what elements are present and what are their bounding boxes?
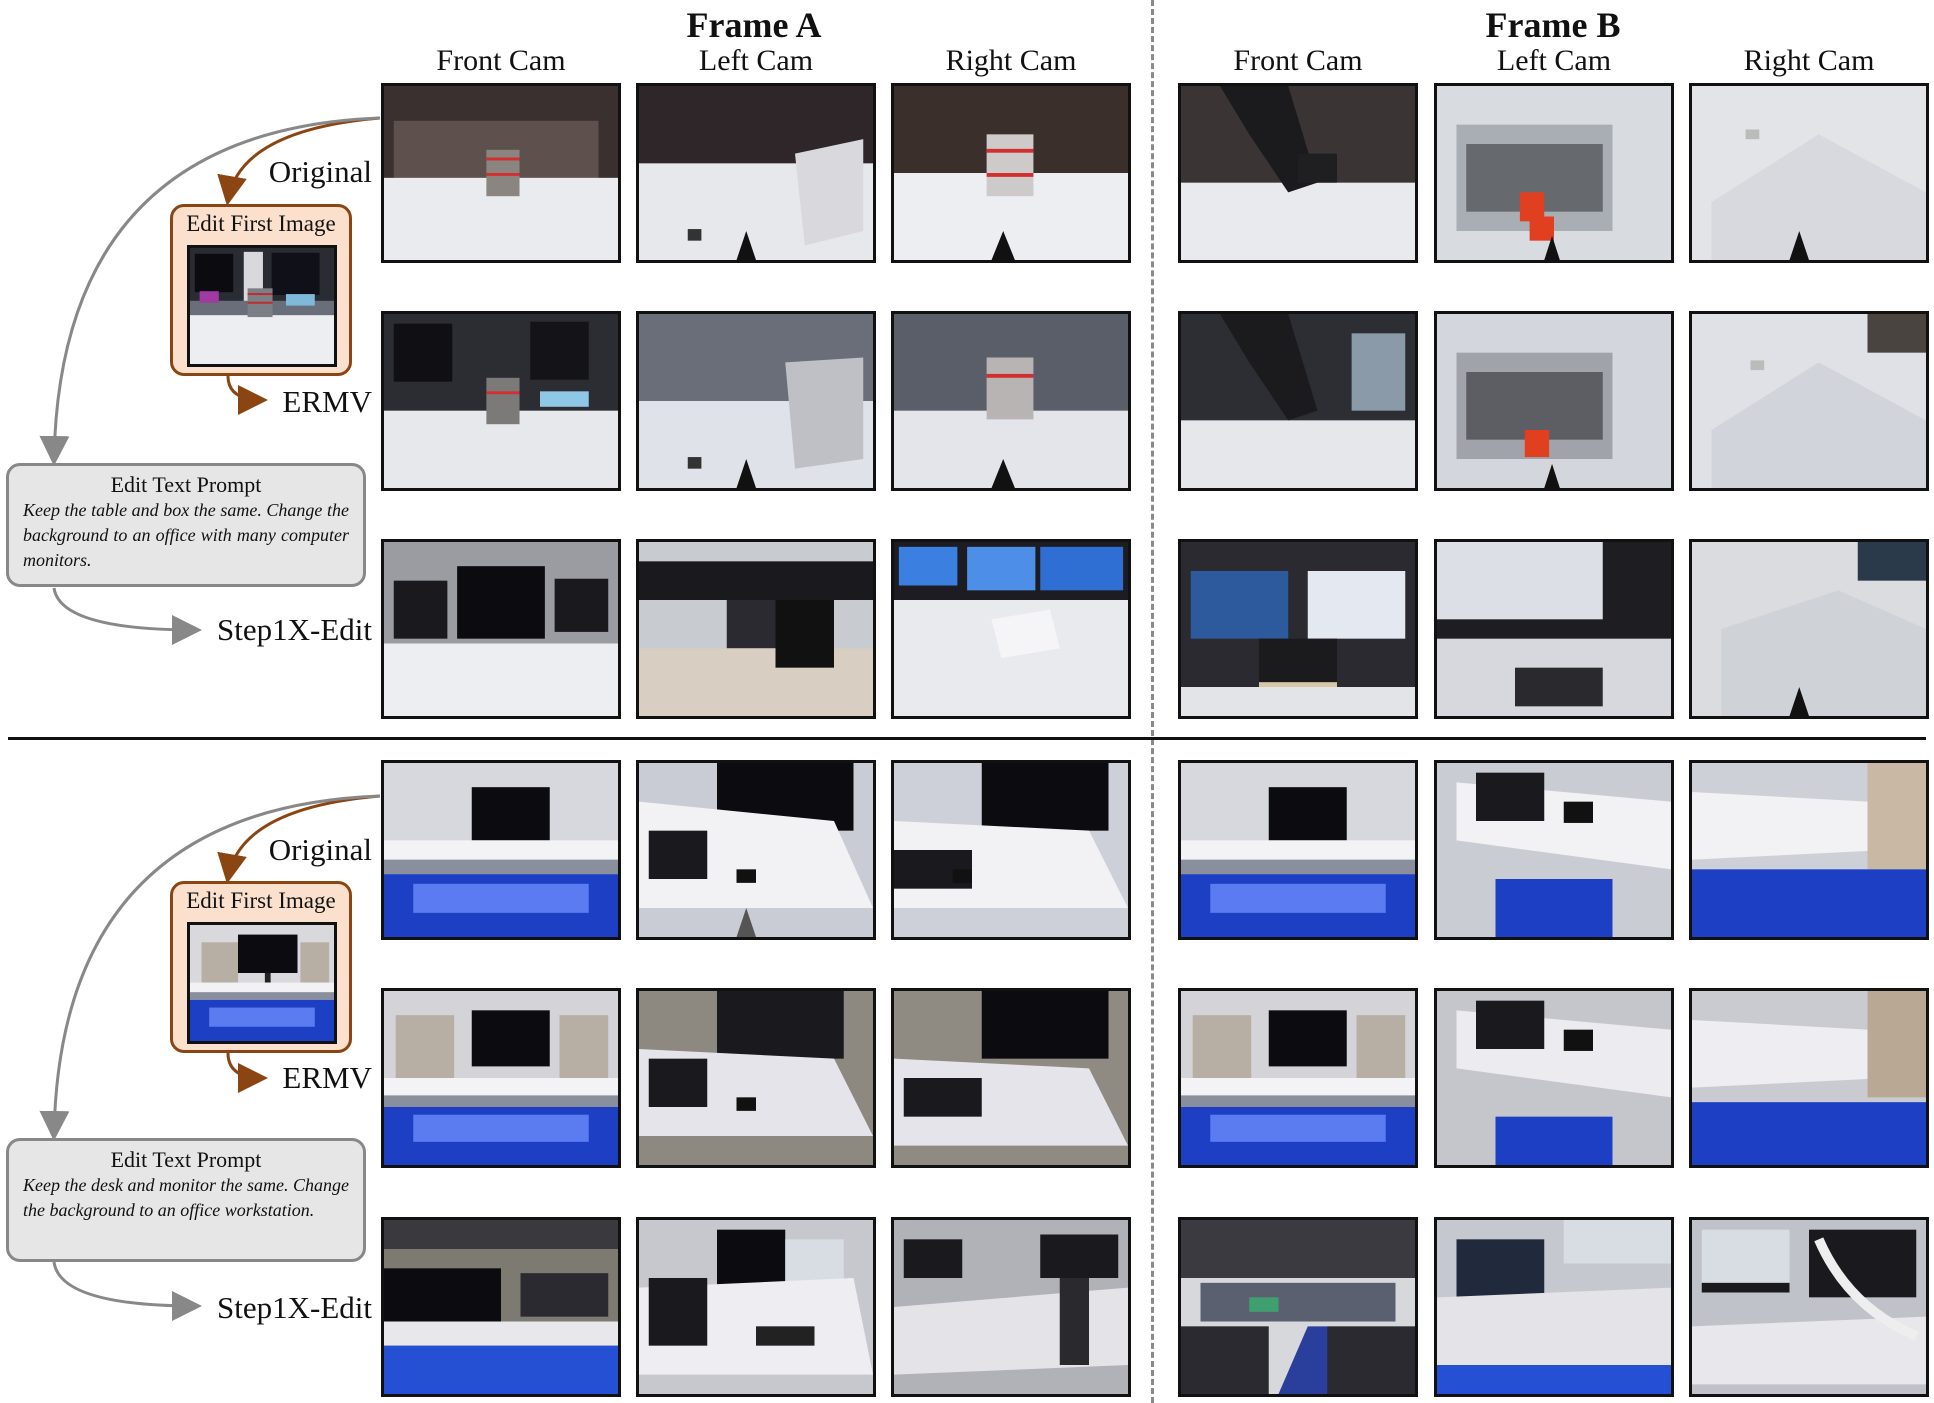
panel1-ermv-frame-a-right [891, 311, 1131, 491]
panel-divider [8, 737, 1926, 740]
panel1-ermv-frame-b-front [1178, 311, 1418, 491]
panel1-ermv-label: ERMV [282, 384, 372, 419]
panel1-ermv-frame-b-right [1689, 311, 1929, 491]
panel1-step1x-frame-b-left [1434, 539, 1674, 719]
frame-a-front-cam-label: Front Cam [436, 44, 566, 77]
panel2-original-frame-b-right [1689, 760, 1929, 940]
panel1-prompt-title: Edit Text Prompt [110, 472, 262, 497]
panel1-step1x-frame-b-front [1178, 539, 1418, 719]
panel1-original-frame-a-right [891, 83, 1131, 263]
panel2-ermv-frame-b-front [1178, 988, 1418, 1168]
panel2-original-frame-a-right [891, 760, 1131, 940]
frame-a-right-cam-label: Right Cam [945, 44, 1077, 77]
panel2-prompt-title: Edit Text Prompt [110, 1147, 262, 1172]
panel2-step1x-frame-a-left [636, 1217, 876, 1397]
panel2-step1x-label: Step1X-Edit [217, 1290, 372, 1325]
frame-b-right-cam-label: Right Cam [1743, 44, 1875, 77]
panel1-edit-first-image: Edit First Image [170, 204, 352, 376]
panel1-ermv-frame-b-left [1434, 311, 1674, 491]
panel1-edit-first-image-title: Edit First Image [186, 211, 336, 236]
panel1-step1x-frame-a-front [381, 539, 621, 719]
panel1-edit-text-prompt: Edit Text Prompt Keep the table and box … [6, 463, 366, 587]
panel2-ermv-label: ERMV [282, 1060, 372, 1095]
panel1-ermv-frame-a-front [381, 311, 621, 491]
panel2-step1x-frame-b-front [1178, 1217, 1418, 1397]
panel2-original-label: Original [268, 832, 372, 867]
panel1-original-frame-b-front [1178, 83, 1418, 263]
panel2-ermv-frame-a-front [381, 988, 621, 1168]
panel1-original-frame-a-front [381, 83, 621, 263]
panel2-step1x-frame-b-right [1689, 1217, 1929, 1397]
panel2-edit-text-prompt: Edit Text Prompt Keep the desk and monit… [6, 1138, 366, 1262]
panel1-step1x-frame-a-left [636, 539, 876, 719]
frame-b-front-cam-label: Front Cam [1233, 44, 1363, 77]
panel2-ermv-frame-b-left [1434, 988, 1674, 1168]
frame-a-left-cam-label: Left Cam [698, 44, 814, 77]
frame-a-title: Frame A [686, 5, 822, 45]
frame-divider [1151, 0, 1154, 1403]
panel2-step1x-frame-a-right [891, 1217, 1131, 1397]
frame-b-left-cam-label: Left Cam [1496, 44, 1612, 77]
panel2-prompt-text: Keep the desk and monitor the same. Chan… [23, 1175, 349, 1220]
panel1-original-frame-b-right [1689, 83, 1929, 263]
panel1-original-frame-b-left [1434, 83, 1674, 263]
panel1-original-label: Original [268, 154, 372, 189]
panel2-ermv-frame-b-right [1689, 988, 1929, 1168]
panel1-step1x-frame-a-right [891, 539, 1131, 719]
panel1-prompt-text: Keep the table and box the same. Change … [23, 500, 349, 570]
panel2-edited-image-thumbnail [187, 922, 337, 1044]
panel2-original-frame-b-left [1434, 760, 1674, 940]
panel2-original-frame-a-left [636, 760, 876, 940]
panel1-original-frame-a-left [636, 83, 876, 263]
panel1-ermv-frame-a-left [636, 311, 876, 491]
panel2-step1x-frame-a-front [381, 1217, 621, 1397]
panel2-step1x-frame-b-left [1434, 1217, 1674, 1397]
panel2-edit-first-image-title: Edit First Image [186, 888, 336, 913]
panel1-step1x-frame-b-right [1689, 539, 1929, 719]
frame-b-title: Frame B [1485, 5, 1621, 45]
panel2-ermv-frame-a-right [891, 988, 1131, 1168]
panel2-ermv-frame-a-left [636, 988, 876, 1168]
panel2-original-frame-b-front [1178, 760, 1418, 940]
panel2-original-frame-a-front [381, 760, 621, 940]
panel1-edited-image-thumbnail [187, 245, 337, 367]
panel1-step1x-label: Step1X-Edit [217, 612, 372, 647]
panel2-edit-first-image: Edit First Image [170, 881, 352, 1053]
